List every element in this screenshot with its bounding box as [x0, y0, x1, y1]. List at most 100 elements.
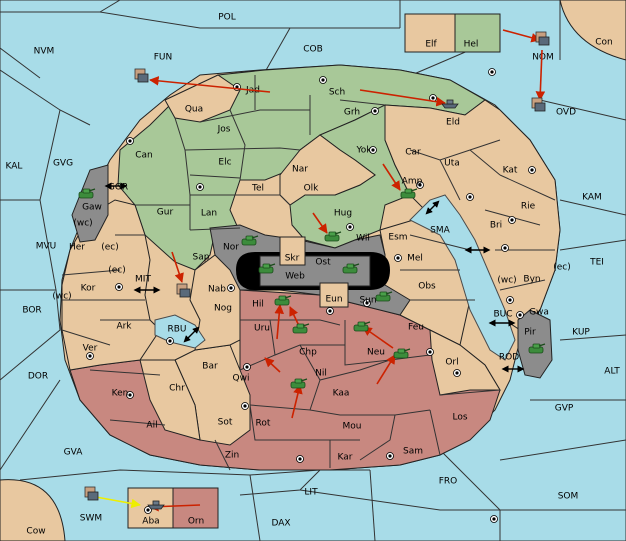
label-kam: KAM: [582, 193, 602, 203]
tan-orl: [429, 329, 501, 396]
eun-box: [319, 282, 349, 308]
label-fun: FUN: [154, 53, 173, 63]
label-elc: Elc: [218, 158, 231, 168]
label-qwi: Qwi: [233, 374, 250, 384]
province-labels: Jad Sch Qua Jos Grh Eld Can Elc Nar Yok …: [52, 40, 570, 527]
label-gor: GOR: [108, 183, 128, 193]
label-obs: Obs: [418, 282, 436, 292]
label-mit: MIT: [135, 275, 151, 285]
order-arrows: [149, 29, 546, 512]
label-gur: Gur: [157, 208, 174, 218]
label-nom: NOM: [532, 53, 554, 63]
label-buc: BUC: [493, 310, 512, 320]
label-fro: FRO: [439, 477, 458, 487]
label-bor: BOR: [22, 306, 41, 316]
label-gaw_wc: (wc): [73, 219, 92, 229]
label-bri: Bri: [490, 221, 502, 231]
label-con: Con: [595, 38, 613, 48]
label-swm: SWM: [80, 514, 102, 524]
label-ost: Ost: [315, 258, 331, 268]
label-neu: Neu: [367, 348, 385, 358]
label-cow: Cow: [26, 527, 45, 537]
label-web: Web: [285, 272, 305, 282]
label-mvu: MVU: [36, 242, 57, 252]
label-byn_ec: (ec): [553, 263, 571, 273]
orn-box: [172, 487, 219, 529]
label-byn: Byn: [523, 275, 540, 285]
label-tel: Tel: [251, 184, 264, 194]
label-kaa: Kaa: [333, 389, 350, 399]
label-orl: Orl: [445, 358, 458, 368]
label-orn: Orn: [188, 517, 204, 527]
channel-arrows: [104, 182, 525, 373]
label-chr: Chr: [169, 384, 185, 394]
label-kup: KUP: [572, 328, 590, 338]
label-som: SOM: [558, 492, 579, 502]
label-sot: Sot: [218, 418, 233, 428]
label-aba: Aba: [142, 517, 159, 527]
label-dax: DAX: [271, 519, 290, 529]
label-rod: ROD: [499, 353, 519, 363]
label-gva: GVA: [64, 448, 84, 458]
label-pol: POL: [218, 13, 236, 23]
label-eld: Eld: [446, 118, 460, 128]
label-grh: Grh: [344, 108, 360, 118]
province-borders: [61, 75, 556, 471]
label-amp: Amp: [402, 177, 423, 187]
label-byn_wc: (wc): [497, 276, 516, 286]
label-kor_ec: (ec): [108, 266, 126, 276]
label-uru: Uru: [254, 324, 270, 334]
label-ver: Ver: [83, 344, 98, 354]
label-alt: ALT: [604, 367, 620, 377]
label-los: Los: [452, 413, 467, 423]
label-chp: Chp: [299, 348, 317, 358]
label-ovd: OVD: [556, 108, 576, 118]
label-car: Car: [405, 148, 421, 158]
label-lit: LIT: [304, 488, 318, 498]
label-nor: Nor: [223, 243, 239, 253]
label-esm: Esm: [388, 233, 407, 243]
label-jos: Jos: [217, 125, 231, 135]
label-eun: Eun: [325, 295, 342, 305]
label-gaw: Gaw: [82, 203, 102, 213]
label-sam: Sam: [403, 447, 423, 457]
label-feu: Feu: [408, 323, 424, 333]
label-uta: Uta: [444, 159, 460, 169]
label-ken: Ken: [112, 389, 129, 399]
skr-box: [279, 236, 306, 266]
label-nil: Nil: [315, 369, 327, 379]
label-ail: Ail: [146, 421, 157, 431]
label-nvm: NVM: [34, 47, 55, 57]
label-bar: Bar: [202, 362, 218, 372]
label-nog: Nog: [214, 304, 232, 314]
label-gwa: Gwa: [529, 308, 549, 318]
label-hug: Hug: [334, 209, 352, 219]
label-olk: Olk: [304, 184, 320, 194]
label-rot: Rot: [256, 419, 271, 429]
label-nab: Nab: [208, 285, 226, 295]
label-yok: Yok: [355, 146, 372, 156]
label-rbu: RBU: [167, 325, 186, 335]
label-zin: Zin: [225, 451, 239, 461]
label-sch: Sch: [329, 88, 345, 98]
label-her_ec: (ec): [101, 243, 119, 253]
label-cob: COB: [303, 45, 323, 55]
label-rie: Rie: [521, 202, 536, 212]
label-her: Her: [69, 243, 85, 253]
grey-gaw: [71, 164, 109, 243]
label-hil: Hil: [252, 300, 264, 310]
label-gvg: GVG: [53, 159, 73, 169]
label-nar: Nar: [292, 165, 308, 175]
label-kar: Kar: [338, 453, 353, 463]
sea-labels: POL NVM FUN COB KAL GVG MVU BOR DOR GVA …: [6, 13, 621, 537]
label-tei: TEI: [589, 258, 604, 268]
label-mou: Mou: [343, 422, 362, 432]
label-can: Can: [135, 151, 153, 161]
label-pir: Pir: [524, 328, 536, 338]
label-qua: Qua: [185, 105, 203, 115]
label-dor: DOR: [28, 372, 48, 382]
label-kor_wc: (wc): [52, 292, 71, 302]
label-ark: Ark: [116, 322, 132, 332]
